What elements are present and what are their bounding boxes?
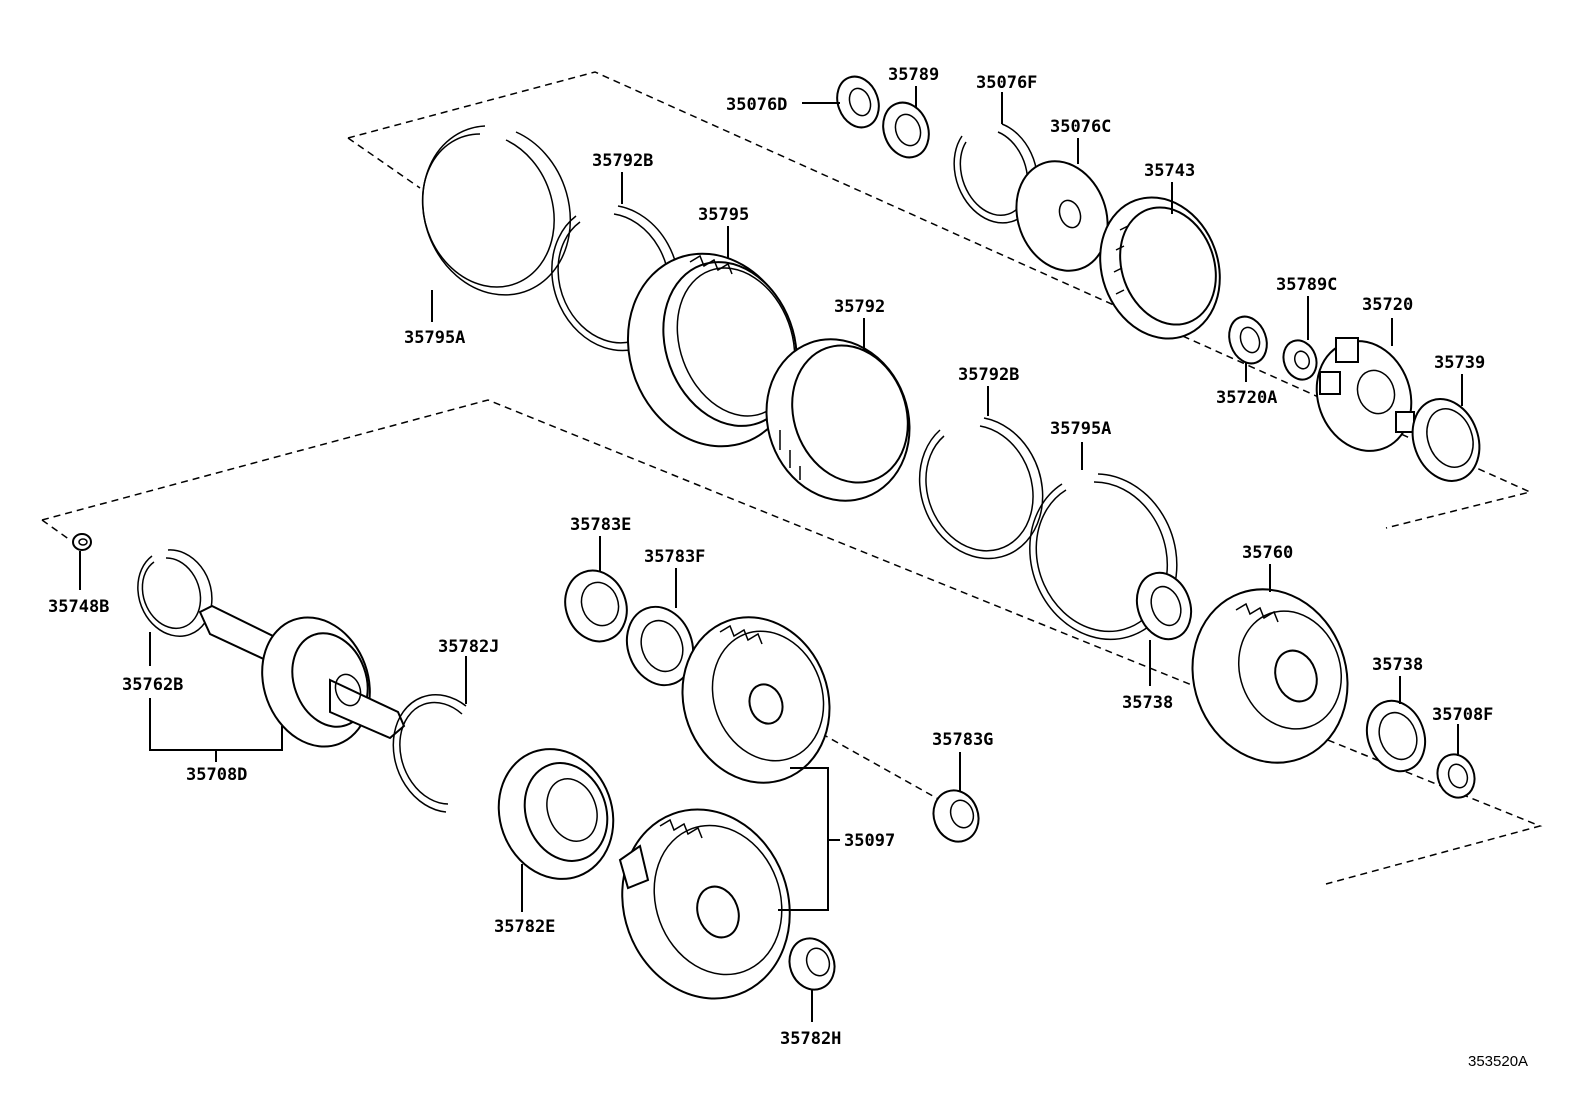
washer-35789[interactable] — [876, 96, 936, 164]
upper-group-outline-left — [347, 137, 421, 189]
snap-ring-35782J[interactable] — [392, 693, 467, 813]
label-35792: 35792 — [834, 297, 885, 317]
snap-ring-35076F[interactable] — [953, 123, 1039, 224]
label-35097: 35097 — [844, 831, 895, 851]
planetary-carrier-35720[interactable] — [1302, 328, 1427, 465]
bearing-35783E[interactable] — [555, 562, 636, 650]
label-35076C: 35076C — [1050, 117, 1111, 137]
label-35792B-mid: 35792B — [958, 365, 1019, 385]
label-35792B-top: 35792B — [592, 151, 653, 171]
bearing-35782E[interactable] — [481, 733, 631, 895]
input-shaft-35708D[interactable] — [198, 602, 406, 762]
label-35789: 35789 — [888, 65, 939, 85]
bearing-35720A[interactable] — [1223, 311, 1273, 368]
bearing-35738-right[interactable] — [1357, 693, 1434, 780]
seal-35708F[interactable] — [1432, 749, 1481, 803]
label-35783G: 35783G — [932, 730, 993, 750]
label-35795: 35795 — [698, 205, 749, 225]
washer-35789C[interactable] — [1278, 336, 1322, 385]
gear-35097-upper[interactable] — [660, 596, 853, 803]
bearing-35739[interactable] — [1402, 390, 1491, 491]
snap-ring-35792B-middle[interactable] — [918, 417, 1044, 560]
clutch-drum-35795[interactable] — [601, 230, 822, 470]
lower-group-outline — [41, 399, 1543, 885]
label-35708F: 35708F — [1432, 705, 1493, 725]
bearing-35783F[interactable] — [616, 597, 704, 694]
nut-35782H[interactable] — [782, 932, 841, 996]
label-35789C: 35789C — [1276, 275, 1337, 295]
bearing-35076D[interactable] — [830, 71, 885, 134]
label-35795A-mid: 35795A — [1050, 419, 1111, 439]
label-35738-right: 35738 — [1372, 655, 1423, 675]
gear-35097-lower[interactable] — [596, 786, 816, 1023]
label-35748B: 35748B — [48, 597, 109, 617]
label-35783E: 35783E — [570, 515, 631, 535]
clutch-drum-35760[interactable] — [1168, 567, 1371, 784]
label-35076D: 35076D — [726, 95, 787, 115]
label-35739: 35739 — [1434, 353, 1485, 373]
ring-gear-35743[interactable] — [1081, 181, 1239, 356]
label-35782E: 35782E — [494, 917, 555, 937]
plate-35076C[interactable] — [1002, 148, 1123, 283]
clutch-hub-35792[interactable] — [744, 319, 932, 521]
lower-group-outline-left — [41, 519, 71, 541]
label-35743: 35743 — [1144, 161, 1195, 181]
upper-group-outline — [347, 71, 1533, 529]
label-35795A-top: 35795A — [404, 328, 465, 348]
label-35762B: 35762B — [122, 675, 183, 695]
label-35076F: 35076F — [976, 73, 1037, 93]
label-35782H: 35782H — [780, 1029, 841, 1049]
ball-35748B[interactable] — [72, 533, 92, 551]
label-35782J: 35782J — [438, 637, 499, 657]
label-35720A: 35720A — [1216, 388, 1277, 408]
snap-ring-35795A-middle[interactable] — [1029, 473, 1178, 641]
seal-ring-35762B[interactable] — [137, 549, 213, 637]
label-35783F: 35783F — [644, 547, 705, 567]
snap-ring-35795A-upper[interactable] — [421, 125, 572, 296]
label-35720: 35720 — [1362, 295, 1413, 315]
nut-35783G[interactable] — [926, 784, 985, 848]
reference-code: 353520A — [1468, 1053, 1528, 1070]
label-35708D: 35708D — [186, 765, 247, 785]
label-35760: 35760 — [1242, 543, 1293, 563]
thrust-washer-35738-left[interactable] — [1128, 565, 1200, 647]
leader-lines — [79, 86, 1463, 1022]
label-35738-left: 35738 — [1122, 693, 1173, 713]
